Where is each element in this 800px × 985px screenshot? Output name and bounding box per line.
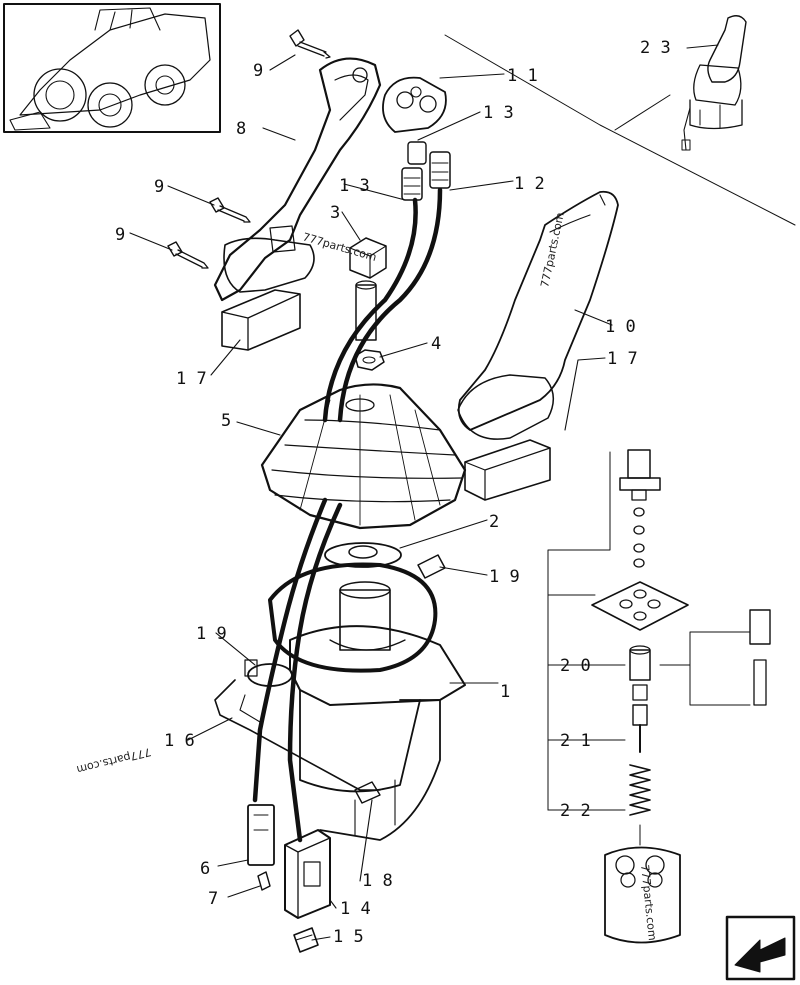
callout-15: 1 5 <box>333 927 364 947</box>
connector-6 <box>247 804 275 866</box>
watermark-1: 777parts.com <box>301 230 378 264</box>
grouping-brackets <box>547 451 751 846</box>
callout-23: 2 3 <box>640 38 671 58</box>
callout-5: 5 <box>221 411 231 431</box>
spool-21 <box>632 704 648 753</box>
wiring-harness <box>252 187 443 843</box>
callout-17-right: 1 7 <box>607 349 638 369</box>
callout-4: 4 <box>431 334 441 354</box>
callout-12: 1 2 <box>514 174 545 194</box>
grip-handle-10 <box>457 190 619 440</box>
pilot-valve-top <box>619 449 661 501</box>
leader-lines <box>129 44 719 941</box>
callout-labels: 1 2 3 4 5 6 7 8 9 9 9 1 0 1 1 1 2 1 3 1 … <box>115 38 671 947</box>
spring-22 <box>629 764 651 816</box>
callout-13-left: 1 3 <box>339 176 370 196</box>
callout-18: 1 8 <box>362 871 393 891</box>
connector-plug-13 <box>401 141 427 201</box>
callout-9-middle: 9 <box>154 177 164 197</box>
bolt-9-middle <box>209 197 251 223</box>
callout-7: 7 <box>208 889 218 909</box>
callout-1: 1 <box>500 682 510 702</box>
next-page-arrow-icon[interactable] <box>725 915 796 981</box>
joystick-assembly-23 <box>681 15 747 151</box>
plunger-20 <box>629 645 651 701</box>
washer-2 <box>324 542 402 568</box>
connector-14 <box>284 829 331 919</box>
grommet-plate-11 <box>382 76 447 133</box>
nut-4 <box>354 349 385 371</box>
foam-pad-17-left <box>221 289 301 351</box>
connector-plug-12 <box>429 151 451 189</box>
terminal-15 <box>293 927 319 953</box>
harness-bracket-16 <box>214 679 381 791</box>
callout-11: 1 1 <box>507 66 538 86</box>
harness-loop <box>268 562 438 673</box>
clip-18 <box>354 781 381 804</box>
callout-8: 8 <box>236 119 246 139</box>
joystick-base-1 <box>289 581 466 841</box>
valve-body <box>604 846 681 944</box>
watermark-3: 777parts.com <box>75 745 152 776</box>
callout-9-top: 9 <box>253 61 263 81</box>
watermark-4: 777parts.com <box>638 864 659 941</box>
callout-19-right: 1 9 <box>489 567 520 587</box>
callout-20: 2 0 <box>560 656 591 676</box>
rod-pin <box>355 280 377 341</box>
clip-7 <box>257 871 271 891</box>
callout-16: 1 6 <box>164 731 195 751</box>
cable-tie-19-left <box>244 659 293 687</box>
callout-10: 1 0 <box>605 317 636 337</box>
callout-9-bottom: 9 <box>115 225 125 245</box>
port-plate <box>591 581 689 631</box>
callout-22: 2 2 <box>560 801 591 821</box>
bolt-9-bottom <box>167 241 209 269</box>
o-rings <box>633 507 645 568</box>
callout-2: 2 <box>489 512 499 532</box>
watermark-2: 777parts.com <box>538 211 567 288</box>
callout-13-top: 1 3 <box>483 103 514 123</box>
callout-21: 2 1 <box>560 731 591 751</box>
bolt-9-top <box>289 29 331 59</box>
callout-17-left: 1 7 <box>176 369 207 389</box>
cable-tie-19-right <box>417 554 446 579</box>
foam-pad-17-right <box>464 439 551 501</box>
callout-6: 6 <box>200 859 210 879</box>
switch-block-3 <box>349 237 387 279</box>
small-spool-detail <box>749 609 771 706</box>
callout-3: 3 <box>330 203 340 223</box>
rubber-boot-5 <box>260 383 467 530</box>
callout-14: 1 4 <box>340 899 371 919</box>
lever-arm-8 <box>213 57 382 302</box>
machine-thumbnail <box>3 3 221 133</box>
callout-19-left: 1 9 <box>196 624 227 644</box>
